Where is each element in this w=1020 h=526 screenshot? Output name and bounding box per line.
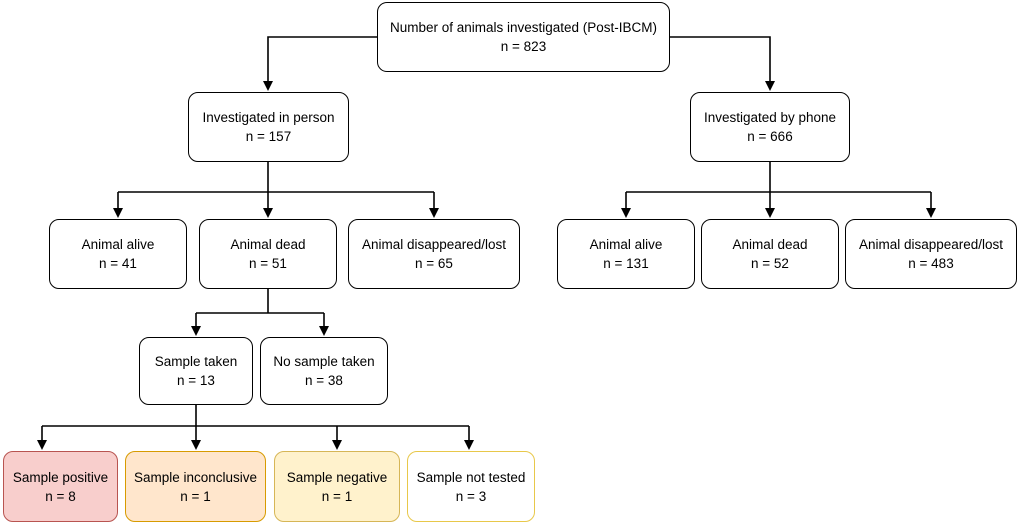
sample-taken-node: Sample taken n = 13 — [139, 337, 253, 405]
connector-root-to-by-phone — [670, 36, 775, 91]
in-person-dead-count: n = 51 — [249, 256, 287, 271]
sample-negative-title: Sample negative — [286, 469, 388, 485]
by-phone-node: Investigated by phone n = 666 — [690, 92, 850, 162]
by-phone-alive-title: Animal alive — [589, 237, 663, 252]
by-phone-dead-count: n = 52 — [751, 256, 789, 271]
in-person-lost-title: Animal disappeared/lost — [361, 237, 507, 252]
in-person-title: Investigated in person — [202, 110, 335, 125]
connector-root-to-in-person — [263, 36, 378, 91]
sample-not-tested-count: n = 3 — [455, 488, 487, 504]
by-phone-dead-node: Animal dead n = 52 — [701, 219, 839, 289]
by-phone-alive-node: Animal alive n = 131 — [557, 219, 695, 289]
in-person-lost-node: Animal disappeared/lost n = 65 — [348, 219, 520, 289]
by-phone-dead-title: Animal dead — [732, 237, 808, 252]
in-person-dead-title: Animal dead — [230, 237, 306, 252]
sample-inconclusive-count: n = 1 — [180, 488, 211, 504]
in-person-node: Investigated in person n = 157 — [188, 92, 349, 162]
by-phone-lost-node: Animal disappeared/lost n = 483 — [845, 219, 1017, 289]
in-person-alive-node: Animal alive n = 41 — [49, 219, 187, 289]
in-person-count: n = 157 — [245, 129, 292, 144]
sample-inconclusive-title: Sample inconclusive — [133, 469, 258, 485]
in-person-dead-node: Animal dead n = 51 — [199, 219, 337, 289]
root-title: Number of animals investigated (Post-IBC… — [389, 20, 658, 35]
by-phone-lost-title: Animal disappeared/lost — [858, 237, 1004, 252]
sample-positive-count: n = 8 — [45, 488, 76, 504]
sample-not-tested-title: Sample not tested — [416, 469, 526, 485]
in-person-lost-count: n = 65 — [415, 256, 453, 271]
in-person-alive-title: Animal alive — [81, 237, 155, 252]
sample-negative-node: Sample negative n = 1 — [274, 451, 400, 522]
no-sample-node: No sample taken n = 38 — [260, 337, 388, 405]
sample-negative-count: n = 1 — [321, 488, 353, 504]
sample-positive-title: Sample positive — [12, 469, 109, 485]
by-phone-count: n = 666 — [747, 129, 793, 144]
sample-taken-title: Sample taken — [154, 354, 238, 369]
in-person-alive-count: n = 41 — [99, 256, 137, 271]
sample-not-tested-node: Sample not tested n = 3 — [407, 451, 535, 522]
no-sample-count: n = 38 — [305, 373, 343, 388]
sample-taken-count: n = 13 — [177, 373, 215, 388]
by-phone-alive-count: n = 131 — [603, 256, 649, 271]
by-phone-lost-count: n = 483 — [908, 256, 954, 271]
root-node: Number of animals investigated (Post-IBC… — [377, 2, 670, 72]
by-phone-title: Investigated by phone — [703, 110, 837, 125]
root-count: n = 823 — [500, 39, 547, 54]
no-sample-title: No sample taken — [273, 354, 375, 369]
sample-positive-node: Sample positive n = 8 — [3, 451, 118, 522]
sample-inconclusive-node: Sample inconclusive n = 1 — [125, 451, 266, 522]
